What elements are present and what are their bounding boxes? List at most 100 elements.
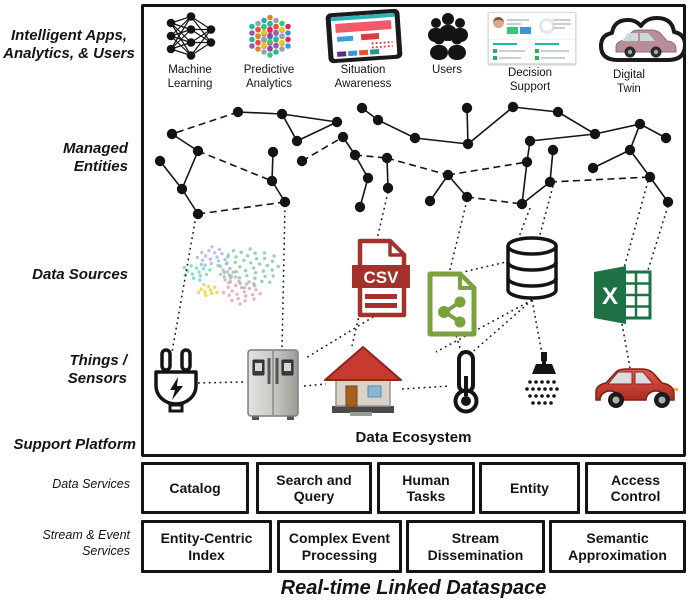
lod-cloud-dot	[182, 265, 186, 270]
lod-cloud-dot	[230, 289, 234, 293]
lod-cloud-dot	[227, 273, 231, 277]
lod-cloud-dot	[254, 257, 259, 261]
dotted-connector	[303, 383, 327, 387]
smart-home-icon	[324, 346, 402, 416]
cube-dot	[279, 20, 285, 27]
nn-node	[186, 25, 196, 34]
lod-cloud-dot	[233, 275, 238, 279]
lod-cloud-dot	[243, 269, 248, 273]
row-label-data-services: Data Services	[0, 476, 130, 492]
lod-cloud-dot	[271, 274, 275, 278]
lod-cloud-dot	[231, 270, 235, 275]
lod-cloud-dot	[222, 275, 226, 279]
lod-cloud-dot	[257, 262, 262, 266]
network-edge-solid	[467, 106, 514, 145]
lod-cloud-dot	[200, 258, 205, 262]
lod-cloud-dot	[221, 268, 225, 272]
lod-cloud-dot	[189, 264, 193, 268]
cube-dot	[279, 26, 285, 33]
cube-dot	[273, 17, 279, 24]
lod-cloud-dot	[204, 272, 209, 277]
nn-node	[166, 18, 176, 28]
nn-node	[186, 51, 196, 60]
lod-cloud-dot	[223, 257, 227, 262]
network-edge-solid	[377, 119, 416, 139]
entity-node	[192, 208, 204, 220]
lod-cloud-dot	[198, 274, 203, 278]
shower-icon	[525, 352, 559, 405]
figure-title: Real-time Linked Dataspace	[280, 577, 547, 599]
nn-node	[166, 31, 176, 41]
network-edge-solid	[414, 137, 469, 145]
predictive-analytics-icon	[249, 14, 291, 58]
network-edge-solid	[521, 161, 528, 205]
network-edge-solid	[237, 111, 283, 115]
lod-cloud-dot	[227, 280, 231, 285]
thermometer-icon	[453, 350, 479, 414]
excel-x-label: X	[602, 283, 618, 310]
nn-edge	[170, 16, 192, 50]
car-icon	[595, 368, 678, 408]
cube-dot	[273, 42, 279, 49]
lod-cloud-dot	[223, 278, 227, 282]
lod-cloud-dot	[191, 276, 196, 280]
service-box-entity: Entity	[479, 462, 580, 514]
cube-dot	[285, 43, 291, 49]
lod-cloud-dot	[194, 266, 199, 270]
tablet-screen	[330, 12, 398, 60]
cube-dot	[267, 32, 273, 39]
lod-cloud-dot	[234, 255, 238, 259]
data-ecosystem-label: Data Ecosystem	[355, 429, 472, 446]
lod-cloud-dot	[249, 261, 253, 265]
situation-awareness-icon	[325, 8, 403, 64]
nn-node	[186, 12, 196, 21]
service-box-search-and-query: Search and Query	[256, 462, 372, 514]
network-edge-dashed	[197, 201, 286, 215]
lod-cloud-dot	[215, 255, 219, 259]
nn-node	[186, 38, 196, 47]
dotted-connector	[513, 207, 531, 251]
dotted-connector	[537, 185, 554, 243]
entity-node	[176, 183, 188, 195]
lod-cloud-dot	[231, 249, 236, 253]
lod-cloud-dot	[254, 288, 258, 292]
dotted-connector	[401, 385, 451, 390]
entity-node	[337, 131, 349, 143]
network-edge-solid	[557, 111, 596, 135]
lod-cloud-dot	[209, 261, 213, 266]
nn-edge	[170, 29, 192, 50]
lod-cloud-dot	[245, 274, 249, 278]
digital-twin-icon	[599, 16, 686, 62]
lod-cloud-dot	[199, 287, 203, 291]
network-edge-dashed	[197, 150, 273, 182]
cube-dot	[261, 23, 267, 30]
network-edge-solid	[592, 149, 631, 169]
cube-dot	[261, 29, 267, 36]
lod-cloud-dot	[270, 268, 274, 272]
entity-node	[662, 196, 674, 208]
row-label-line: Services	[82, 544, 130, 559]
entity-node	[381, 152, 393, 164]
cube-dot	[255, 39, 261, 46]
service-box-stream-dissemination: Stream Dissemination	[406, 520, 545, 573]
lod-cloud-dot	[247, 280, 251, 284]
row-label-line: Support Platform	[13, 436, 137, 453]
entity-node	[547, 144, 559, 156]
network-edge-dashed	[386, 157, 449, 176]
cube-dot	[249, 30, 255, 36]
lod-cloud-dot	[201, 267, 206, 271]
entity-node	[461, 191, 473, 203]
network-edge-solid	[629, 149, 651, 178]
lod-cloud-dot	[196, 290, 201, 295]
entity-node	[624, 144, 636, 156]
cube-dot	[267, 20, 273, 27]
service-box-semantic-approximation: Semantic Approximation	[549, 520, 686, 573]
lod-cloud-dot	[234, 270, 238, 274]
lod-cloud-dot	[212, 251, 217, 255]
lod-cloud-dot	[227, 293, 231, 297]
entity-node	[660, 132, 672, 144]
cube-dot	[255, 26, 261, 33]
cube-dot	[261, 49, 267, 55]
row-label-data-sources: Data Sources	[0, 266, 128, 284]
